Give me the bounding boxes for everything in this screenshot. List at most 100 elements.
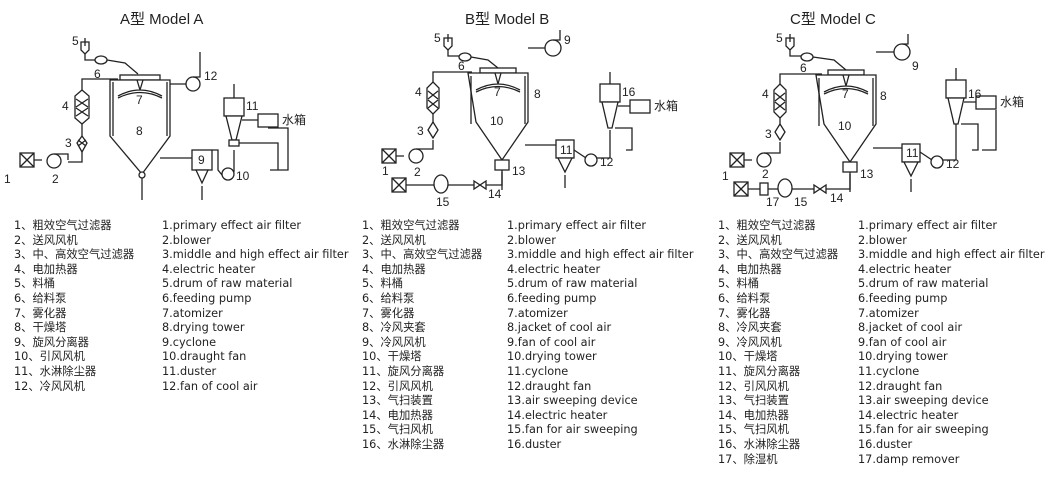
legend-chinese-label: 16、水淋除尘器 (718, 437, 801, 451)
legend-chinese-label: 9、旋风分离器 (14, 335, 89, 349)
label-2: 2 (52, 172, 59, 186)
label-5: 5 (434, 31, 441, 45)
draught-fan-icon (221, 150, 235, 181)
label-5: 5 (72, 34, 79, 48)
legend-chinese-label: 1、粗效空气过滤器 (362, 219, 460, 232)
legend-item: 13、气扫装置 13.air sweeping device (718, 394, 1045, 409)
legend-english-label: 11.cyclone (858, 364, 920, 378)
label-13: 13 (512, 164, 526, 178)
legend-english-label: 6.feeding pump (858, 291, 948, 305)
legend-english-label: 15.fan for air sweeping (858, 423, 989, 437)
legend-english-label: 14.electric heater (507, 408, 608, 422)
hepa-filter-icon (774, 118, 786, 142)
legend-english-label: 7.atomizer (162, 306, 223, 320)
legend-chinese-label: 3、中、高效空气过滤器 (718, 248, 839, 262)
legend-chinese-label: 2、送风风机 (14, 233, 78, 247)
legend-chinese-label: 14、电加热器 (362, 408, 433, 422)
sweep-fan-icon (777, 178, 793, 198)
legend-english-label: 6.feeding pump (507, 291, 597, 305)
sweep-air-line (391, 172, 503, 194)
cyclone-icon (525, 139, 587, 188)
legend-english-label: 9.cyclone (162, 335, 217, 349)
legend-chinese-label: 4、电加热器 (362, 262, 426, 276)
label-7: 7 (136, 93, 143, 107)
feeding-pump-icon (458, 52, 499, 69)
legend-chinese-label: 5、料桶 (362, 277, 404, 291)
legend-chinese-label: 3、中、高效空气过滤器 (14, 248, 135, 262)
legend-english-label: 2.blower (162, 233, 211, 247)
water-tank-icon (975, 95, 997, 110)
label-13: 13 (860, 167, 874, 181)
legend-chinese-label: 15、气扫风机 (362, 423, 433, 437)
sweep-heater-icon (473, 179, 487, 191)
hepa-filter-icon (427, 114, 439, 140)
legend-item: 14、电加热器 14.electric heater (362, 409, 694, 424)
label-water-tank: 水箱 (1000, 94, 1024, 109)
label-15: 15 (794, 195, 808, 209)
cyclone-icon (160, 149, 223, 200)
model-b-diagram: B型 Model B 1 2 3 4 5 6 7 8 9 10 11 12 13… (381, 11, 678, 209)
label-9: 9 (912, 59, 919, 73)
label-7: 7 (494, 85, 501, 99)
label-1: 1 (4, 172, 11, 186)
legend-english-label: 13.air sweeping device (858, 394, 989, 408)
legend-chinese-label: 10、引风风机 (14, 350, 85, 364)
legend-chinese-label: 9、冷风风机 (362, 335, 426, 349)
raw-material-drum-icon (785, 34, 802, 57)
legend-english-label: 12.draught fan (507, 379, 592, 393)
label-16: 16 (622, 85, 636, 99)
legend-english-label: 12.fan of cool air (162, 379, 258, 393)
model-a-diagram: A型 Model A 1 2 3 4 5 6 7 8 (4, 11, 306, 200)
legend-chinese-label: 4、电加热器 (718, 262, 782, 276)
legend-chinese-label: 1、粗效空气过滤器 (14, 219, 112, 232)
legend-english-label: 1.primary effect air filter (858, 219, 998, 232)
legend-chinese-label: 12、引风风机 (718, 379, 789, 393)
label-water-tank: 水箱 (654, 98, 678, 113)
legend-chinese-label: 11、水淋除尘器 (14, 364, 97, 378)
blower-icon (408, 140, 434, 164)
label-12: 12 (946, 157, 960, 171)
legend-chinese-label: 8、冷风夹套 (718, 321, 782, 335)
legend-english-label: 7.atomizer (858, 306, 919, 320)
air-sweeping-device-icon (494, 159, 510, 171)
label-6: 6 (800, 61, 807, 75)
draught-fan-icon (930, 124, 957, 169)
label-12: 12 (600, 155, 614, 169)
legend-chinese-label: 2、送风风机 (718, 233, 782, 247)
legend-chinese-label: 10、干燥塔 (718, 350, 778, 364)
duster-icon (223, 84, 289, 171)
label-8: 8 (136, 124, 143, 138)
label-14: 14 (830, 191, 844, 205)
label-3: 3 (417, 124, 424, 138)
duster-icon (945, 68, 997, 151)
primary-filter-icon (19, 152, 42, 168)
cool-air-fan-icon (876, 34, 911, 61)
raw-material-drum-icon (443, 34, 460, 57)
legend-chinese-label: 13、气扫装置 (718, 394, 789, 408)
water-tank-icon (629, 99, 651, 114)
legend-english-label: 12.draught fan (858, 379, 943, 393)
label-8: 8 (534, 87, 541, 101)
label-1: 1 (382, 164, 389, 178)
blower-icon (46, 152, 83, 169)
label-2: 2 (414, 165, 421, 179)
